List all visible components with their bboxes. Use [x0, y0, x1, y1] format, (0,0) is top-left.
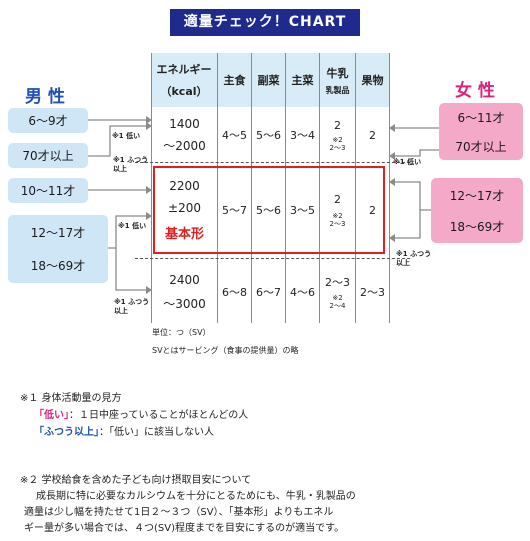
row2-side: 5～6 [256, 204, 281, 217]
row3-milk-value: 2～3 [325, 276, 350, 289]
row3-milk: 2～3 ※2 2～4 [320, 262, 355, 322]
row3-main: 4～6 [290, 286, 315, 299]
row1-main: 3～4 [290, 129, 315, 142]
unit-note: 単位：つ（SV） [152, 328, 211, 337]
header-energy-unit: （kcal） [160, 85, 208, 98]
footnote2-line3: ギー量が多い場合では、４つ(SV)程度までを目安にするのが適当です。 [24, 523, 345, 534]
female-age-12-17: 12～17才 [449, 188, 505, 203]
row1-milk-mark: ※2 [332, 135, 343, 144]
footnote1-normal-text: ：「低い」に該当しない人 [99, 427, 214, 438]
footnote2-title: ※２ 学校給食を含めた子ども向け摂取目安について [20, 475, 252, 486]
row3-side: 6～7 [256, 286, 281, 299]
row2-staple: 5～7 [222, 204, 247, 217]
row2-milk: 2 ※2 2～3 [320, 168, 355, 252]
footnote2-line2: 適量は少し幅を持たせて1日２～３つ（SV）、「基本形」よりもエネル [24, 507, 334, 518]
footnote1-low-text: ：１日中座っていることがほとんどの人 [69, 410, 249, 421]
row1-energy-line2: ～2000 [163, 138, 206, 153]
row1-side: 5～6 [256, 129, 281, 142]
male-note-low-1: ※1 低い [112, 132, 141, 140]
row3-energy: 2400 ～3000 [152, 262, 217, 322]
row3-energy-line1: 2400 [169, 272, 200, 287]
row1-fruit: 2 [369, 128, 376, 142]
header-side: 副菜 [252, 53, 285, 107]
footnote2-line1: 成長期に特に必要なカルシウムを十分にとるためにも、牛乳・乳製品の [36, 491, 356, 502]
row2-milk-note: 2～3 [329, 219, 346, 228]
male-age-10-11: 10～11才 [8, 178, 88, 203]
male-age-6-9: 6～9才 [8, 108, 88, 133]
male-label: 男 性 [25, 87, 65, 107]
sv-note: SVとはサービング（食事の提供量）の略 [152, 346, 299, 355]
header-milk-sub: 乳製品 [325, 85, 350, 95]
header-energy-label: エネルギー [156, 63, 212, 76]
male-age-12-69: 12～17才 18～69才 [8, 215, 108, 283]
header-main: 主菜 [286, 53, 319, 107]
row2-energy-line2: ±200 [168, 200, 201, 215]
row2-milk-mark: ※2 [332, 211, 343, 220]
row2-main: 3～5 [290, 204, 315, 217]
row1-energy: 1400 ～2000 [152, 110, 217, 160]
row2-milk-value: 2 [334, 192, 341, 206]
female-age-12-69: 12～17才 18～69才 [431, 178, 523, 243]
row2-energy: 2200 ±200 基本形 [152, 168, 217, 252]
footnote1-low: 「低い」：１日中座っていることがほとんどの人 [34, 409, 248, 423]
basic-type-highlight [153, 166, 385, 254]
female-age-6-11-70: 6～11才 70才以上 [439, 103, 523, 160]
row2-fruit: 2 [369, 203, 376, 217]
footnote1-normal: 「ふつう以上」：「低い」に該当しない人 [34, 426, 214, 440]
male-note-normal-1a: ※1 ふつう [113, 156, 149, 164]
male-age-70-plus: 70才以上 [8, 143, 88, 168]
male-age-18-69: 18～69才 [30, 259, 86, 273]
header-fruit: 果物 [356, 53, 389, 107]
row3-milk-mark: ※2 [332, 294, 343, 302]
female-age-18-69: 18～69才 [449, 219, 505, 234]
row1-milk: 2 ※2 2～3 [320, 110, 355, 160]
row3-fruit: 2～3 [360, 286, 385, 299]
male-note-normal-2a: ※1 ふつう [114, 298, 150, 306]
male-note-normal-2b: 以上 [114, 307, 128, 315]
male-age-12-17: 12～17才 [30, 226, 86, 240]
row2-basic-type: 基本形 [164, 226, 204, 242]
footnote1-normal-label: 「ふつう以上」 [34, 427, 99, 438]
footnote1-title: ※１ 身体活動量の見方 [20, 393, 122, 404]
row1-milk-value: 2 [334, 118, 341, 132]
row1-energy-line1: 1400 [169, 116, 200, 131]
female-label: 女 性 [455, 81, 495, 101]
row3-milk-note: 2～4 [329, 302, 346, 310]
male-note-low-2: ※1 低い [118, 222, 147, 230]
female-age-70-plus: 70才以上 [455, 139, 507, 154]
male-note-normal-1b: 以上 [113, 165, 127, 173]
header-milk-label: 牛乳 [326, 66, 349, 80]
header-milk: 牛乳 乳製品 [320, 53, 355, 107]
female-note-normal-b: 以上 [396, 259, 410, 267]
row2-energy-line1: 2200 [169, 178, 200, 193]
row1-milk-note: 2～3 [329, 143, 346, 152]
row1-staple: 4～5 [222, 129, 247, 142]
chart-title: 適量チェック！CHART [170, 9, 360, 36]
female-note-normal-a: ※1 ふつう [396, 250, 432, 258]
header-energy: エネルギー （kcal） [151, 53, 217, 107]
row3-staple: 6～8 [222, 286, 247, 299]
header-staple: 主食 [218, 53, 251, 107]
female-note-low: ※1 低い [393, 158, 422, 166]
female-age-6-11: 6～11才 [457, 110, 505, 125]
row3-energy-line2: ～3000 [163, 296, 206, 311]
footnote1-low-label: 「低い」 [34, 410, 69, 421]
